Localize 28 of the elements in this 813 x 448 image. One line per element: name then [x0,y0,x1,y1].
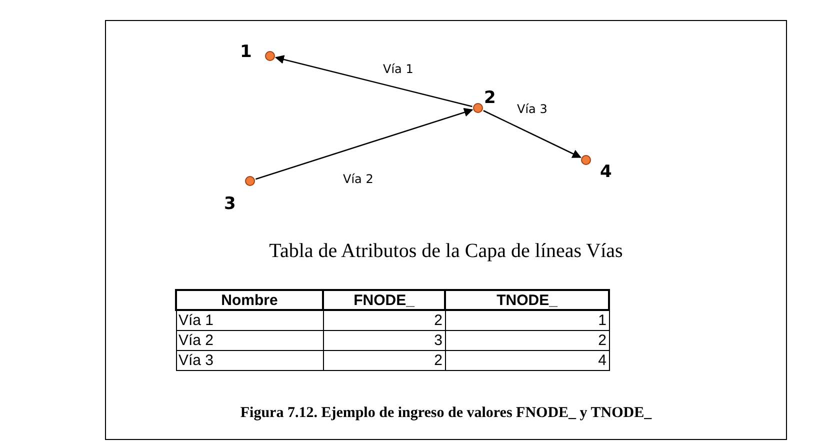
arrow [483,110,582,158]
column-header: Nombre [176,290,323,310]
table-cell: Vía 3 [176,350,323,370]
table-cell: 2 [445,330,609,350]
node-point [581,155,591,165]
table-cell: Vía 1 [176,310,323,330]
node-number: 3 [224,194,236,214]
node-point [245,176,255,186]
table-cell: 1 [445,310,609,330]
table-cell: 2 [323,310,445,330]
table-title: Tabla de Atributos de la Capa de líneas Vías [268,240,624,263]
node-point [265,51,275,61]
arrow [256,108,474,180]
column-header: TNODE_ [445,290,609,310]
column-header: FNODE_ [323,290,445,310]
table-cell: Vía 2 [176,330,323,350]
node-number: 2 [484,88,496,108]
edge-label: Vía 3 [516,102,548,116]
node-point [473,103,483,113]
table-cell: 3 [323,330,445,350]
table-cell: 2 [323,350,445,370]
edge-label: Vía 1 [382,62,414,76]
node-number: 1 [240,42,252,62]
edge-label: Vía 2 [342,172,374,186]
table-cell: 4 [445,350,609,370]
node-number: 4 [600,162,612,182]
figure-caption: Figura 7.12. Ejemplo de ingreso de valores FNODE_ y TNODE_ [239,405,653,422]
arrow [274,55,472,108]
